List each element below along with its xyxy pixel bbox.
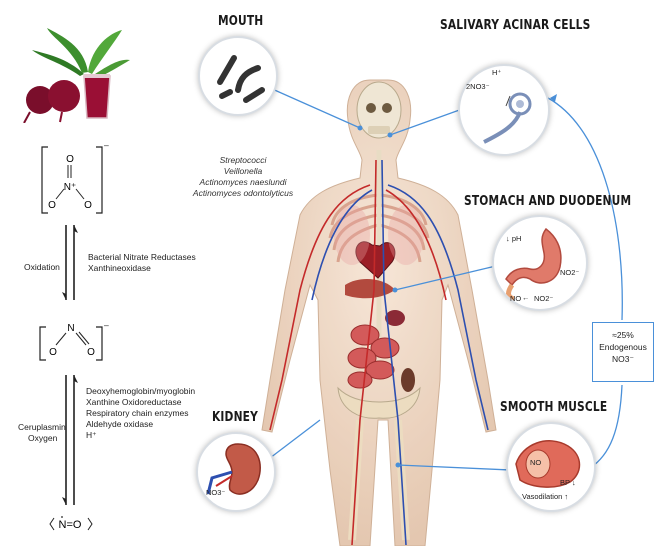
svg-text:O: O [66, 154, 74, 165]
svg-text:N⁺: N⁺ [64, 182, 77, 193]
smooth-muscle-vasodilation: Vasodilation ↑ [522, 492, 568, 501]
enzyme-deoxyhemoglobin: Deoxyhemoglobin/myoglobin [86, 386, 195, 397]
stomach-no: NO [510, 294, 521, 303]
salivary-title: SALIVARY ACINAR CELLS [440, 18, 590, 33]
smooth-muscle-bp: BP ↓ [560, 478, 576, 487]
enzyme-bacterial-nitrate-reductases: Bacterial Nitrate Reductases [88, 252, 196, 263]
reduction-cofactors: Ceruplasmin Oxygen [18, 422, 66, 444]
bacterium-rod [238, 68, 258, 90]
stomach-title: STOMACH AND DUODENUM [464, 194, 631, 209]
oxidation-enzymes: Bacterial Nitrate Reductases Xanthineoxi… [88, 252, 196, 274]
bacteria-actinomyces-odontolyticus: Actinomyces odontolyticus [188, 188, 298, 199]
nitrite-charge: – [104, 320, 109, 331]
enzyme-aldehyde-oxidase: Aldehyde oxidase [86, 419, 195, 430]
bacterium-rod [222, 92, 230, 96]
bacteria-list: Streptococci Veillonella Actinomyces nae… [188, 155, 298, 199]
bacteria-streptococci: Streptococci [188, 155, 298, 166]
salivary-formula: 2NO3⁻ [466, 82, 490, 91]
kidney-circle [196, 432, 276, 512]
beetroot-illustration [22, 28, 132, 123]
enzyme-h-plus: H⁺ [86, 430, 195, 441]
smooth-muscle-no: NO [530, 458, 541, 467]
salivary-h-plus: H⁺ [492, 68, 501, 77]
kidney-no3: NO3⁻ [206, 488, 225, 497]
stomach-no2-a: NO2⁻ [560, 268, 579, 277]
mouth-title: MOUTH [218, 14, 263, 29]
svg-text:N: N [67, 323, 74, 334]
svg-text:O: O [49, 347, 57, 358]
cofactor-oxygen: Oxygen [18, 433, 66, 444]
cofactor-ceruplasmin: Ceruplasmin [18, 422, 66, 433]
endogenous-percent: ≈25% [593, 329, 653, 341]
svg-text:O: O [48, 200, 56, 211]
enzyme-xanthine-oxidoreductase: Xanthine Oxidoreductase [86, 397, 195, 408]
oxidation-label: Oxidation [24, 262, 60, 273]
svg-text:O: O [87, 347, 95, 358]
stomach-arrow: ← [522, 293, 530, 302]
stomach-no2-b: NO2⁻ [534, 294, 553, 303]
bacterium-rod [220, 58, 234, 82]
kidney-title: KIDNEY [212, 410, 258, 425]
enzyme-xanthineoxidase: Xanthineoxidase [88, 263, 196, 274]
mouth-circle [198, 36, 278, 116]
smooth-muscle-title: SMOOTH MUSCLE [500, 400, 607, 415]
endogenous-nitrate-box: ≈25% Endogenous NO3⁻ [592, 322, 654, 382]
reduction-enzymes: Deoxyhemoglobin/myoglobin Xanthine Oxido… [86, 386, 195, 441]
enzyme-respiratory-chain: Respiratory chain enzymes [86, 408, 195, 419]
stomach-ph: ↓ pH [506, 234, 521, 243]
bacteria-actinomyces-naeslundi: Actinomyces naeslundi [188, 177, 298, 188]
salivary-circle [458, 64, 550, 156]
bacteria-veillonella: Veillonella [188, 166, 298, 177]
svg-text:O: O [84, 200, 92, 211]
endogenous-label: Endogenous NO3⁻ [593, 341, 653, 365]
nitrate-charge: – [104, 140, 109, 151]
bacterium-rod [246, 90, 262, 100]
svg-text:N=O: N=O [59, 519, 82, 531]
